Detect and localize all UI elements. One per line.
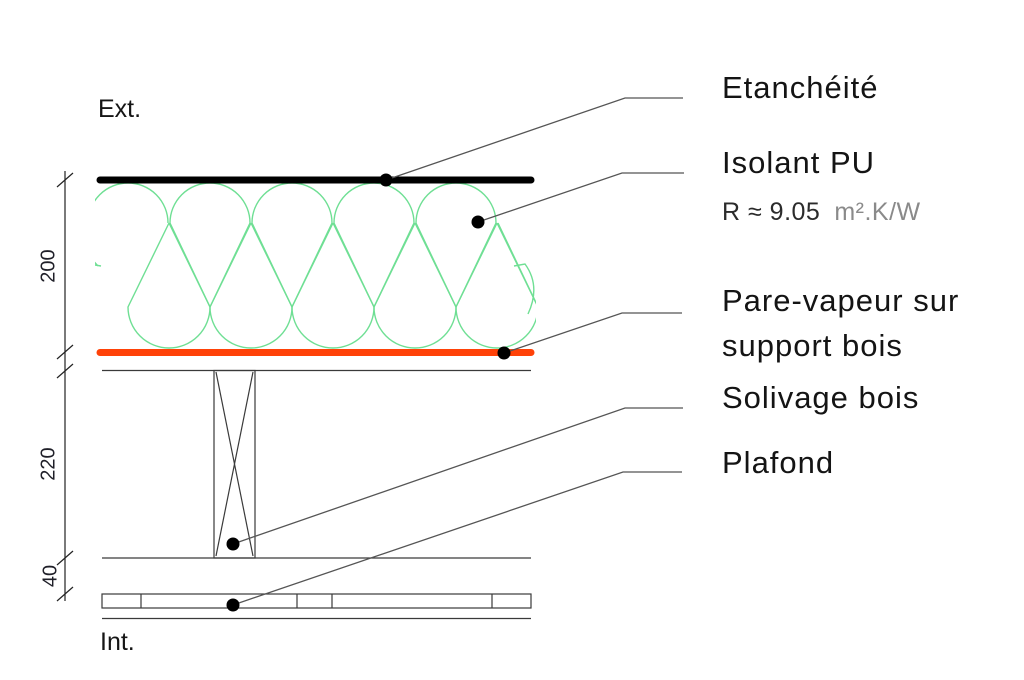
pare-vapeur-label-line2: support bois: [722, 328, 903, 363]
pare-vapeur-label-line1: Pare-vapeur sur: [722, 283, 960, 318]
leader-solivage: [232, 407, 683, 545]
dimension-gap: 40: [39, 564, 62, 588]
leader-dot-pare-vapeur: [497, 346, 511, 360]
joist-cross-section: [213, 369, 256, 559]
leader-dot-plafond: [226, 598, 240, 612]
leader-isolant: [477, 172, 684, 223]
leader-dot-solivage: [226, 537, 240, 551]
insulation-right-hook: [513, 263, 535, 315]
leader-pare-vapeur: [503, 312, 682, 354]
leader-dot-etancheite: [379, 173, 393, 187]
interior-label: Int.: [100, 628, 135, 656]
plafond-label: Plafond: [722, 445, 835, 480]
dimension-line: [56, 171, 74, 602]
leader-plafond: [232, 471, 682, 606]
etancheite-label: Etanchéité: [722, 70, 879, 105]
dimension-insulation: 200: [37, 249, 60, 283]
structure-lines: [101, 369, 532, 620]
plafond-boards: [101, 593, 532, 609]
leader-etancheite: [385, 97, 683, 181]
insulation-pattern: [95, 182, 536, 349]
exterior-label: Ext.: [98, 95, 142, 123]
dimension-joist: 220: [37, 447, 60, 481]
leader-lines: [232, 97, 684, 606]
leader-dot-isolant: [471, 215, 485, 229]
solivage-label: Solivage bois: [722, 380, 920, 415]
r-unit: m².K/W: [834, 198, 921, 226]
r-value-line: R ≈ 9.05 m².K/W: [722, 198, 921, 227]
isolant-label: Isolant PU: [722, 145, 876, 180]
leader-dots: [226, 173, 511, 612]
r-value: R ≈ 9.05: [722, 198, 821, 226]
